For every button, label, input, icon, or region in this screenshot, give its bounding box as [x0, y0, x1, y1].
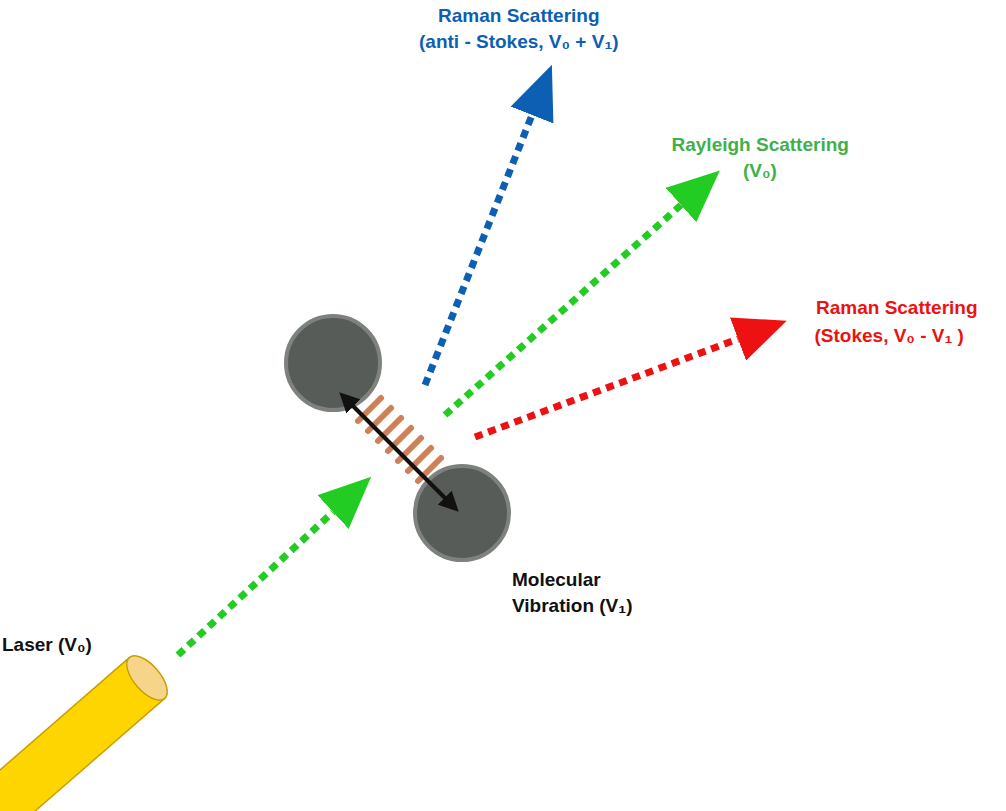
spring: [358, 398, 441, 481]
text-label: (anti - Stokes, V₀ + V₁): [419, 30, 619, 54]
text-label: (Stokes, V₀ - V₁ ): [815, 324, 964, 348]
spring-coil: [418, 458, 441, 481]
text-label: Molecular: [512, 568, 601, 592]
text-label: Rayleigh Scattering: [672, 133, 849, 157]
text-label: Raman Scattering: [438, 4, 600, 28]
laser-cap: [119, 649, 174, 707]
vibration-arrow: [352, 405, 446, 499]
stokes-beam: [475, 339, 738, 437]
text-label: (V₀): [743, 159, 777, 183]
text-label: Raman Scattering: [816, 296, 978, 320]
atom: [286, 316, 380, 410]
anti-stokes-beam: [425, 115, 532, 385]
text-label: Vibration (V₁): [512, 594, 632, 618]
text-label: Laser (V₀): [2, 633, 92, 657]
laser-beam: [178, 512, 333, 655]
rayleigh-beam: [445, 205, 681, 415]
laser-body: [0, 649, 175, 811]
